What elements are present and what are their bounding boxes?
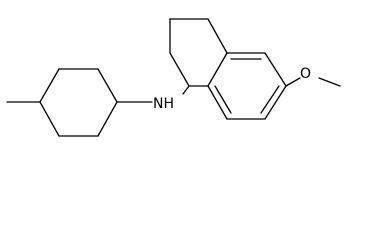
- aromatic-double-bonds: [214, 58, 280, 114]
- methoxy-bonds: [285, 77, 341, 87]
- amine-bonds: [116, 85, 190, 103]
- saturated-ring: [169, 18, 228, 87]
- structural-formula-diagram: NH O: [6, 18, 341, 137]
- aromatic-ring: [188, 52, 287, 120]
- amine-label: NH: [153, 96, 174, 112]
- cyclohexane-ring: [39, 68, 118, 137]
- oxygen-label: O: [300, 66, 311, 82]
